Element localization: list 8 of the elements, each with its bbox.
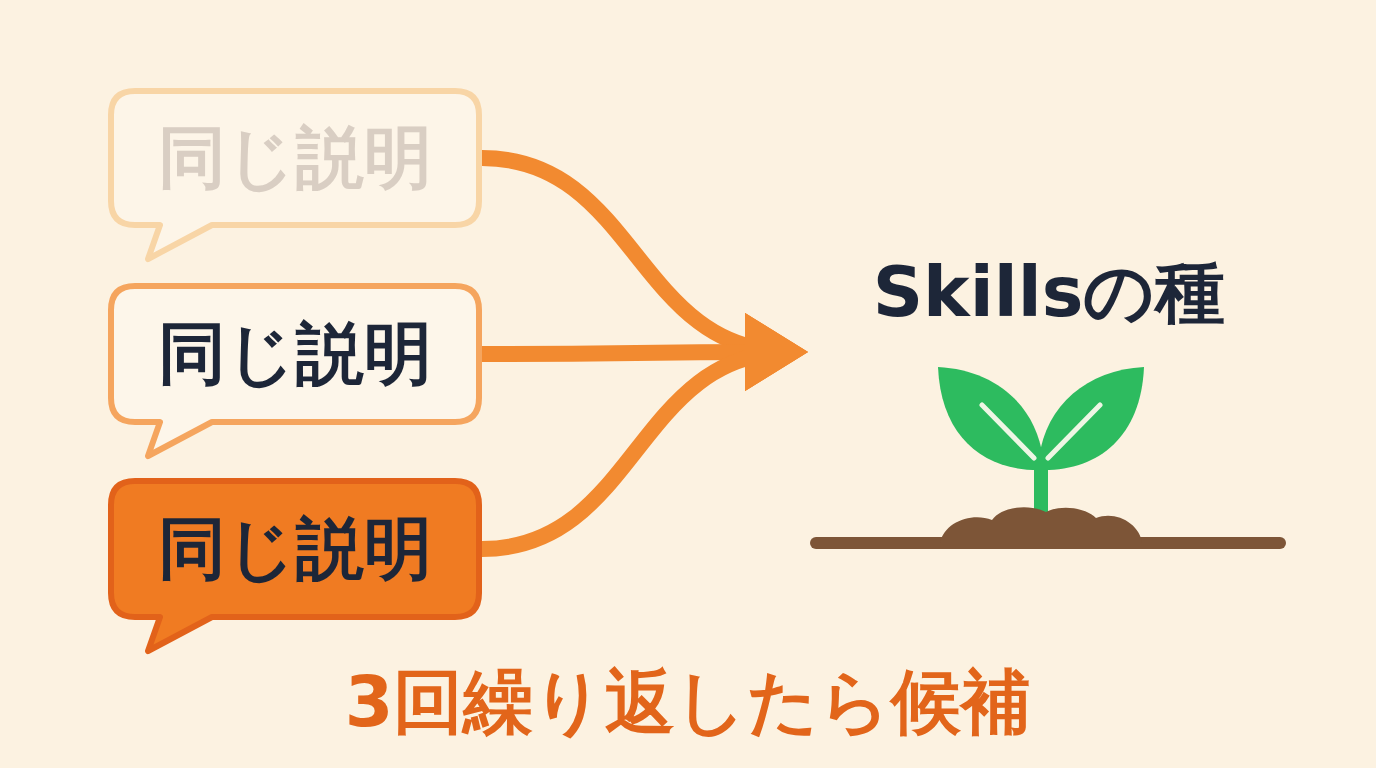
title-text: Skillsの種 [872, 250, 1226, 334]
arrow [481, 313, 808, 557]
caption-text: 3回繰り返したら候補 [344, 660, 1032, 744]
speech-bubble [108, 283, 482, 460]
speech-bubble [108, 478, 482, 655]
message-text: 同じ説明 [158, 509, 432, 589]
speech-bubble [108, 88, 482, 263]
message-text: 同じ説明 [158, 314, 432, 394]
